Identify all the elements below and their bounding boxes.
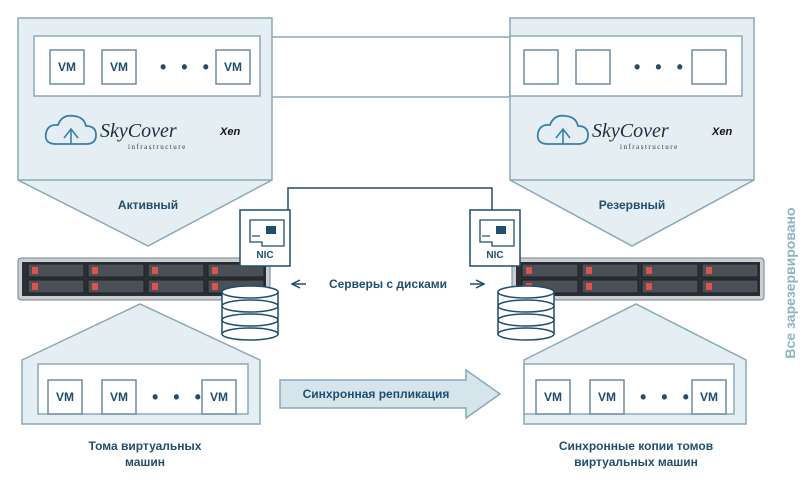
right-disk-stack-icon	[497, 285, 555, 341]
drive-bay	[701, 279, 759, 294]
left-cloud-logo-icon	[44, 114, 97, 145]
nic-link	[287, 187, 493, 212]
right-nic-label: NIC	[486, 250, 504, 261]
right-nic-card-icon	[469, 209, 521, 267]
drive-led-icon	[32, 267, 38, 274]
left-brand-name: SkyCover	[100, 120, 177, 142]
drive-led-icon	[152, 267, 158, 274]
replication-arrow-icon	[279, 368, 502, 420]
drive-bay	[701, 263, 759, 278]
right-cloud-logo-icon	[536, 114, 589, 145]
drive-led-icon	[646, 267, 652, 274]
drive-bay	[581, 263, 639, 278]
drive-led-icon	[32, 283, 38, 290]
drive-bay	[147, 263, 205, 278]
left-storage-caption-line1: Тома виртуальных	[88, 439, 202, 453]
left-storage-vm-label: VM	[56, 390, 74, 404]
left-storage-vm-label: VM	[210, 390, 228, 404]
drive-bay	[87, 263, 145, 278]
left-disk-stack-icon	[221, 285, 279, 341]
drive-bay	[207, 263, 265, 278]
drive-bay	[641, 263, 699, 278]
left-vm-box	[215, 49, 251, 85]
drive-led-icon	[92, 267, 98, 274]
drive-bay	[147, 279, 205, 294]
drive-bay	[581, 279, 639, 294]
side-label: Все зарезервировано	[780, 188, 800, 378]
left-vm-label: VM	[224, 60, 242, 74]
right-storage-vm-box	[535, 379, 571, 415]
right-storage-vm-label: VM	[544, 390, 562, 404]
left-role-label: Активный	[117, 198, 179, 212]
left-vm-box	[49, 49, 85, 85]
left-storage-vm-label: VM	[110, 390, 128, 404]
drive-bay	[27, 279, 85, 294]
right-storage-caption-line1: Синхронные копии томов	[558, 439, 714, 453]
left-xen-logo: Xen	[220, 126, 241, 138]
drive-led-icon	[646, 283, 652, 290]
left-storage-vm-box	[47, 379, 83, 415]
left-vm-ellipsis: • • •	[160, 57, 214, 77]
right-storage-caption-line2: виртуальных машин	[574, 455, 698, 469]
right-brand-name: SkyCover	[592, 120, 669, 142]
drive-bay	[521, 263, 579, 278]
right-storage-ellipsis: • • •	[640, 387, 694, 407]
right-role-label: Резервный	[598, 198, 666, 212]
drive-led-icon	[706, 283, 712, 290]
right-storage-vm-box	[691, 379, 727, 415]
drive-bay	[641, 279, 699, 294]
drive-led-icon	[212, 267, 218, 274]
right-brand-sub: infrastructure	[620, 143, 679, 151]
drive-led-icon	[586, 267, 592, 274]
left-storage-caption: Тома виртуальных машин	[60, 438, 230, 470]
drive-led-icon	[92, 283, 98, 290]
right-storage-vm-box	[589, 379, 625, 415]
left-storage-vm-box	[201, 379, 237, 415]
left-brand-sub: infrastructure	[128, 143, 187, 151]
drive-led-icon	[706, 267, 712, 274]
left-storage-vm-box	[101, 379, 137, 415]
left-nic-card-icon	[239, 209, 291, 267]
drive-led-icon	[212, 283, 218, 290]
right-vm-slot	[691, 49, 727, 85]
replication-label: Синхронная репликация	[302, 387, 450, 401]
left-vm-box	[101, 49, 137, 85]
right-storage-vm-label: VM	[598, 390, 616, 404]
drive-led-icon	[586, 283, 592, 290]
servers-label: Серверы с дисками	[328, 277, 448, 291]
host-interconnect-band	[259, 36, 511, 98]
left-nic-label: NIC	[256, 250, 274, 261]
left-vm-label: VM	[110, 60, 128, 74]
right-storage-vm-label: VM	[700, 390, 718, 404]
left-storage-caption-line2: машин	[124, 455, 166, 469]
side-label-text: Все зарезервировано	[782, 207, 798, 359]
drive-bay	[87, 279, 145, 294]
left-storage-ellipsis: • • •	[152, 387, 206, 407]
drive-led-icon	[526, 267, 532, 274]
right-storage-caption: Синхронные копии томов виртуальных машин	[536, 438, 736, 470]
drive-led-icon	[152, 283, 158, 290]
left-vm-label: VM	[58, 60, 76, 74]
right-vm-slot	[575, 49, 611, 85]
right-xen-logo: Xen	[712, 126, 733, 138]
right-vm-slot	[523, 49, 559, 85]
right-vm-ellipsis: • • •	[634, 57, 688, 77]
drive-bay	[27, 263, 85, 278]
